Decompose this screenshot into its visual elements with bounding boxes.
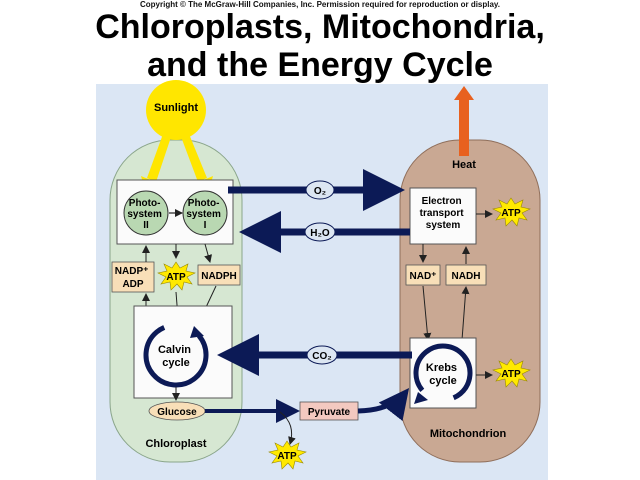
sunlight-ray-right [180, 134, 207, 182]
o2-label: O₂ [314, 186, 326, 197]
nadp-adp-box [111, 261, 155, 293]
sun-icon [146, 80, 206, 140]
page-title-line-1: Chloroplasts, Mitochondria, [95, 8, 545, 46]
pyruvate-label: Pyruvate [308, 407, 351, 418]
h2o-label: H₂O [310, 228, 330, 239]
nadh-label: NADH [452, 271, 481, 282]
photosystem-i [182, 190, 228, 236]
electron-transport-label: Electron transport system [420, 196, 467, 231]
chloroplast-label: Chloroplast [145, 438, 206, 450]
nadph-box [197, 264, 241, 286]
nadp-adp-label: NADP⁺ ADP [115, 266, 151, 290]
calvin-cycle-label: Calvin cycle [158, 344, 194, 369]
krebs-cycle-arrowhead [414, 392, 428, 404]
atp-label-krebs: ATP [501, 369, 521, 380]
sunlight-ray-left [147, 134, 172, 182]
heat-label: Heat [452, 159, 476, 171]
nadph-label: NADPH [201, 271, 237, 282]
page-title-line-2: and the Energy Cycle [147, 46, 493, 84]
atp-label-electron-transport: ATP [501, 208, 521, 219]
co2-label: CO₂ [312, 351, 331, 362]
krebs-cycle-ring [413, 343, 473, 403]
atp-burst-glycolysis [268, 440, 307, 470]
co2-node [306, 345, 338, 365]
photosystem-ii-label: Photo- system II [127, 198, 164, 231]
pyruvate-to-krebs-arrow [357, 388, 410, 421]
atp-label-chloroplast: ATP [166, 272, 186, 283]
nad-box [405, 264, 441, 286]
electron-transport-box [409, 187, 477, 245]
mitochondrion-label: Mitochondrion [430, 428, 507, 440]
atp-burst-krebs [492, 358, 531, 388]
krebs-cycle-label: Krebs cycle [426, 362, 460, 387]
photosystem-i-label: Photo- system I [186, 198, 223, 231]
nadh-box [445, 264, 487, 286]
calvin-cycle-arrowhead [190, 326, 204, 338]
glucose-label: Glucose [157, 407, 197, 418]
copyright-notice: Copyright © The McGraw-Hill Companies, I… [139, 0, 501, 9]
atp-label-glycolysis: ATP [277, 451, 297, 462]
nad-label: NAD⁺ [410, 271, 437, 282]
sunlight-label: Sunlight [154, 102, 198, 114]
atp-burst-electron-transport [492, 197, 531, 227]
heat-arrow-shaft [459, 100, 469, 156]
atp-burst-chloroplast [157, 261, 196, 291]
photosystem-ii [123, 190, 169, 236]
h2o-node [304, 222, 336, 242]
heat-arrow-head [454, 86, 474, 100]
o2-node [305, 180, 335, 200]
